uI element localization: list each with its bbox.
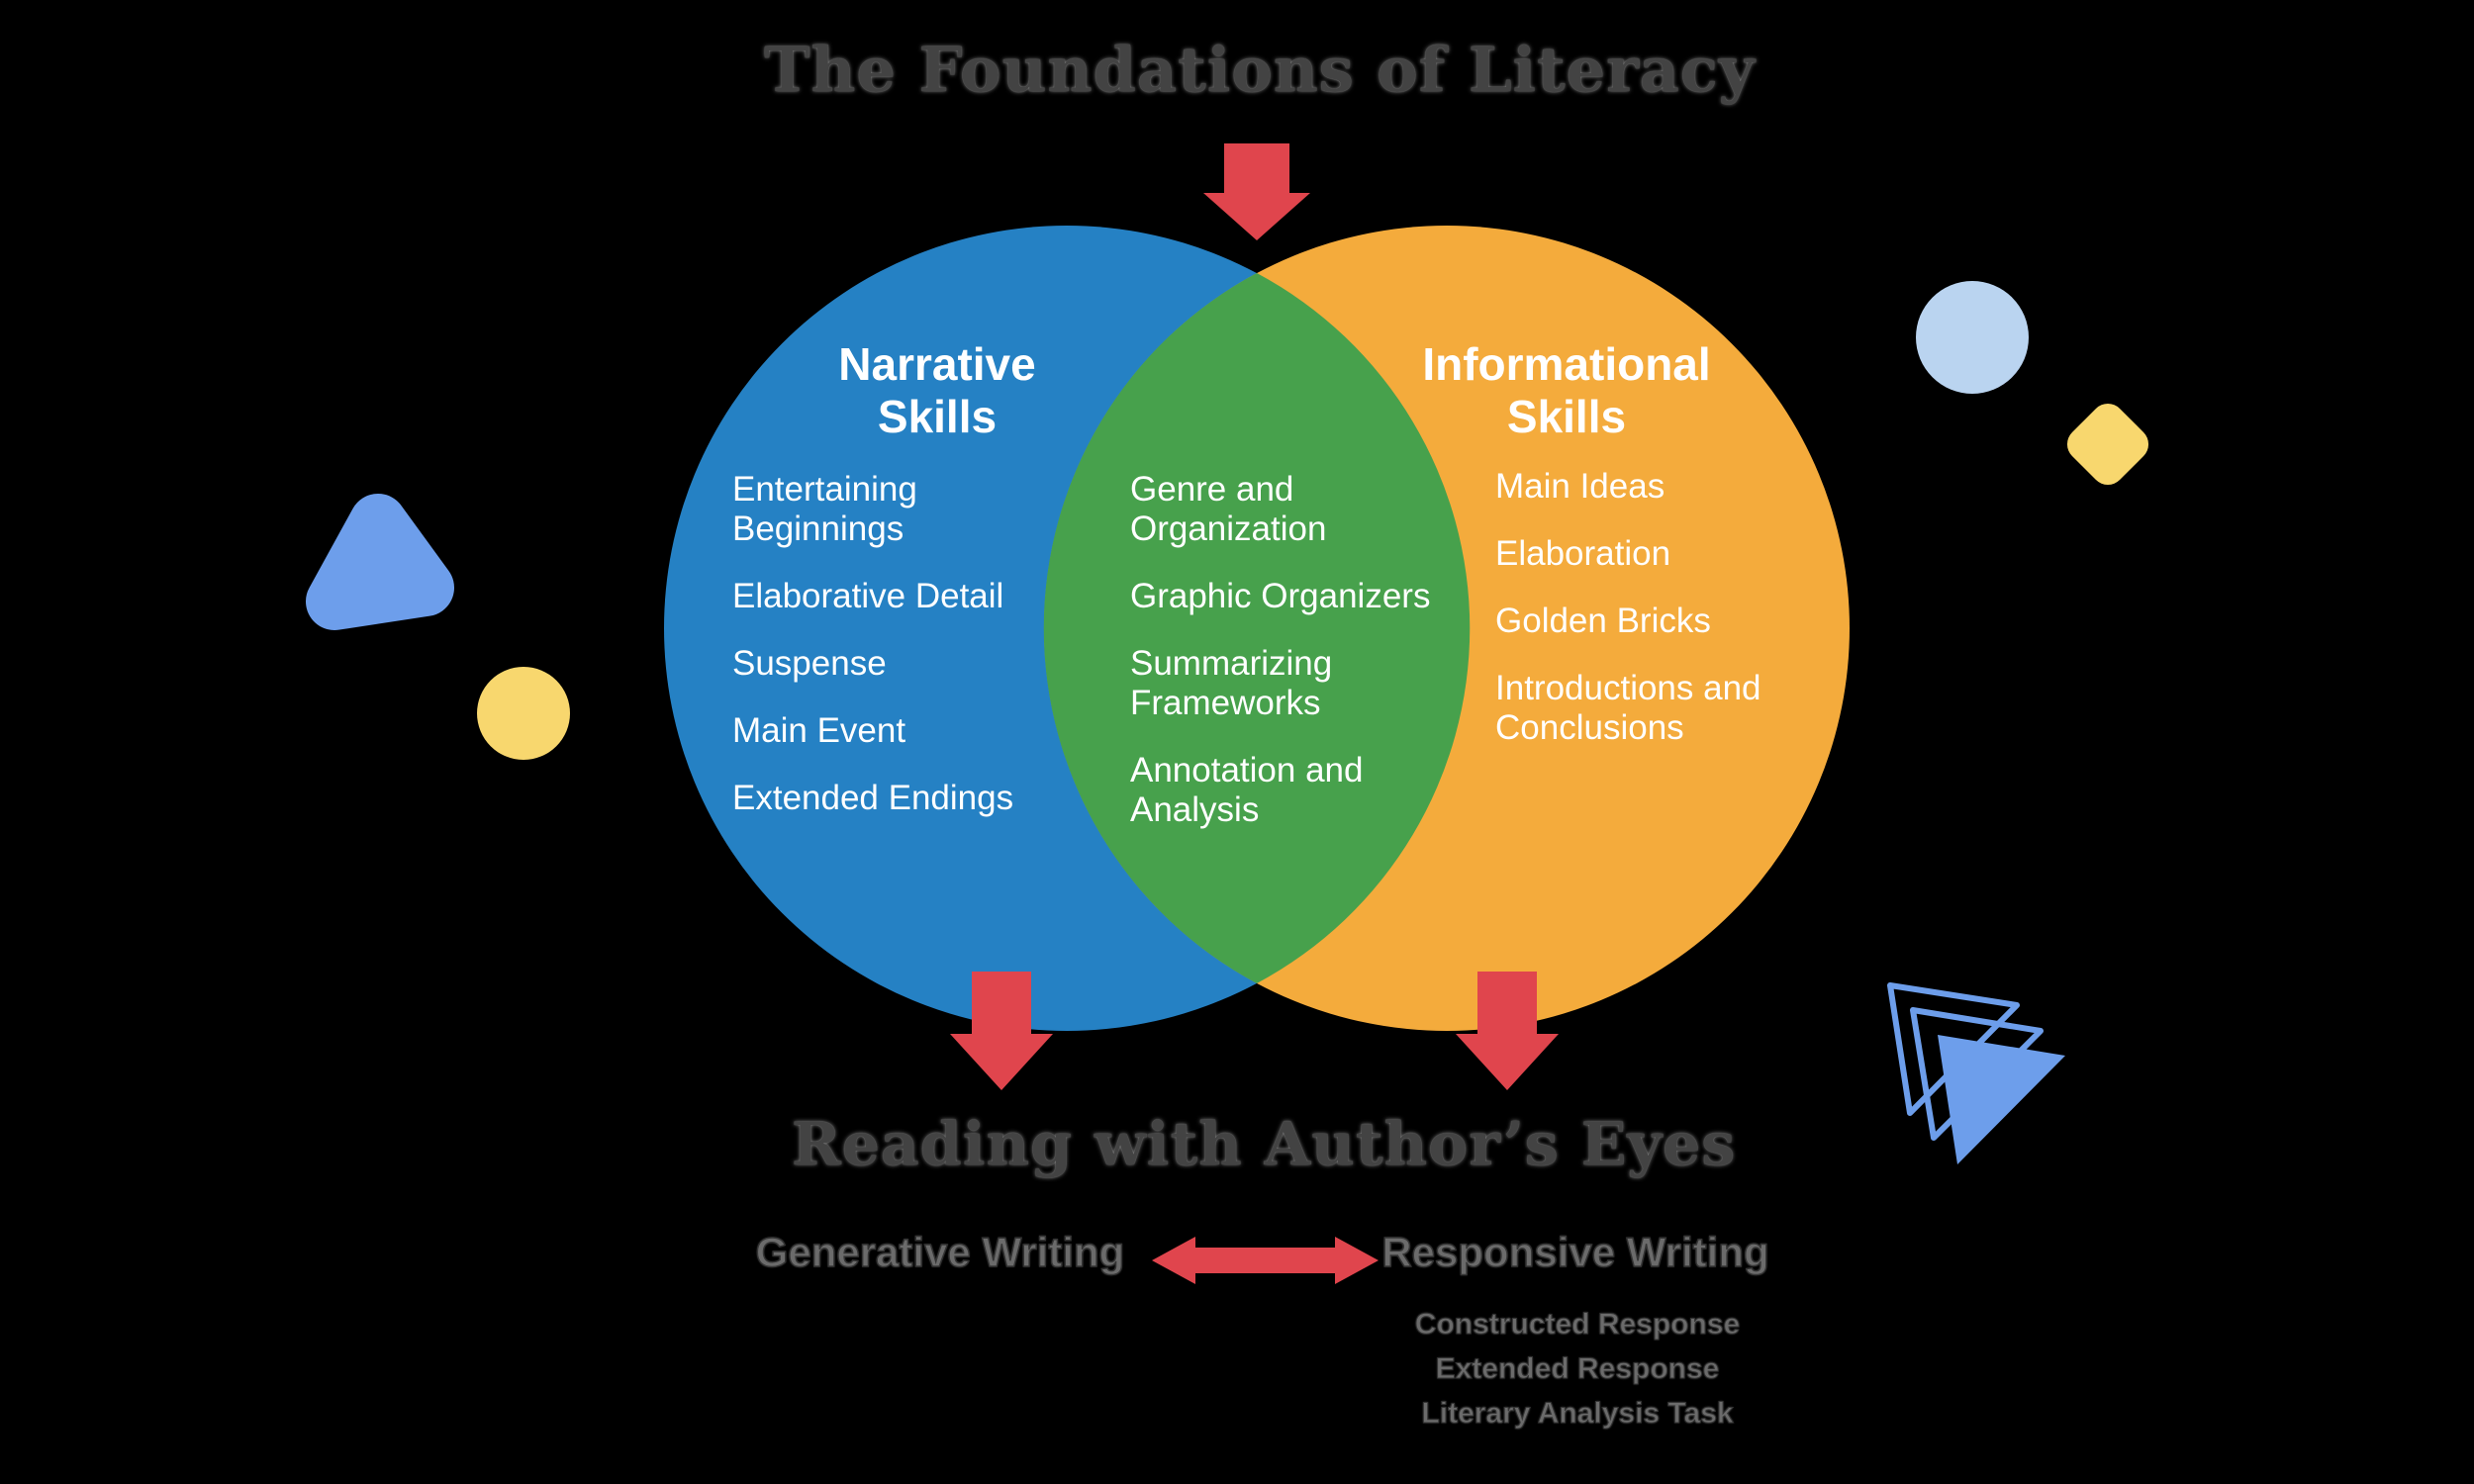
informational-down-arrow-icon [1456,972,1559,1090]
main-title: The Foundations of Literacy [764,34,1756,106]
overlap-item: Graphic Organizers [1130,577,1431,615]
generative-writing-label: Generative Writing [755,1228,1125,1275]
informational-item: Golden Bricks [1495,602,1711,640]
deco-yellow-diamond-right [2066,403,2149,486]
overlap-lens [1043,273,1471,983]
informational-item: Main Ideas [1495,467,1665,506]
overlap-item: Genre and Organization [1130,470,1327,548]
deco-light-blue-circle-right [1916,281,2029,394]
narrative-item: Suspense [732,644,887,683]
informational-item: Introductions and Conclusions [1495,669,1761,747]
responsive-writing-sub-list: Constructed Response Extended Response L… [1414,1302,1741,1436]
responsive-sub-item: Literary Analysis Task [1421,1397,1734,1431]
overlap-skills-list: Genre and Organization Graphic Organizer… [1130,470,1437,858]
narrative-item: Extended Endings [732,779,1014,817]
deco-rounded-triangle-left [306,494,454,630]
narrative-item: Entertaining Beginnings [732,470,917,548]
narrative-skills-list: Entertaining Beginnings Elaborative Deta… [732,470,1029,846]
writing-double-arrow-icon [1152,1237,1379,1284]
narrative-item: Elaborative Detail [732,577,1004,615]
overlap-item: Summarizing Frameworks [1130,644,1333,722]
informational-item: Elaboration [1495,534,1671,573]
informational-skills-heading: Informational Skills [1422,338,1711,442]
top-down-arrow-icon [1203,143,1310,240]
responsive-writing-label: Responsive Writing [1381,1228,1770,1275]
deco-yellow-circle-left [477,667,570,760]
narrative-item: Main Event [732,711,906,750]
overlap-item: Annotation and Analysis [1130,751,1364,829]
middle-heading: Reading with Author’s Eyes [791,1110,1737,1179]
responsive-sub-item: Constructed Response [1414,1308,1741,1342]
responsive-sub-item: Extended Response [1435,1352,1720,1386]
narrative-down-arrow-icon [950,972,1053,1090]
narrative-skills-heading: Narrative Skills [838,338,1036,442]
deco-triangle-filled [1938,1035,2065,1164]
informational-skills-list: Main Ideas Elaboration Golden Bricks Int… [1495,467,1837,776]
